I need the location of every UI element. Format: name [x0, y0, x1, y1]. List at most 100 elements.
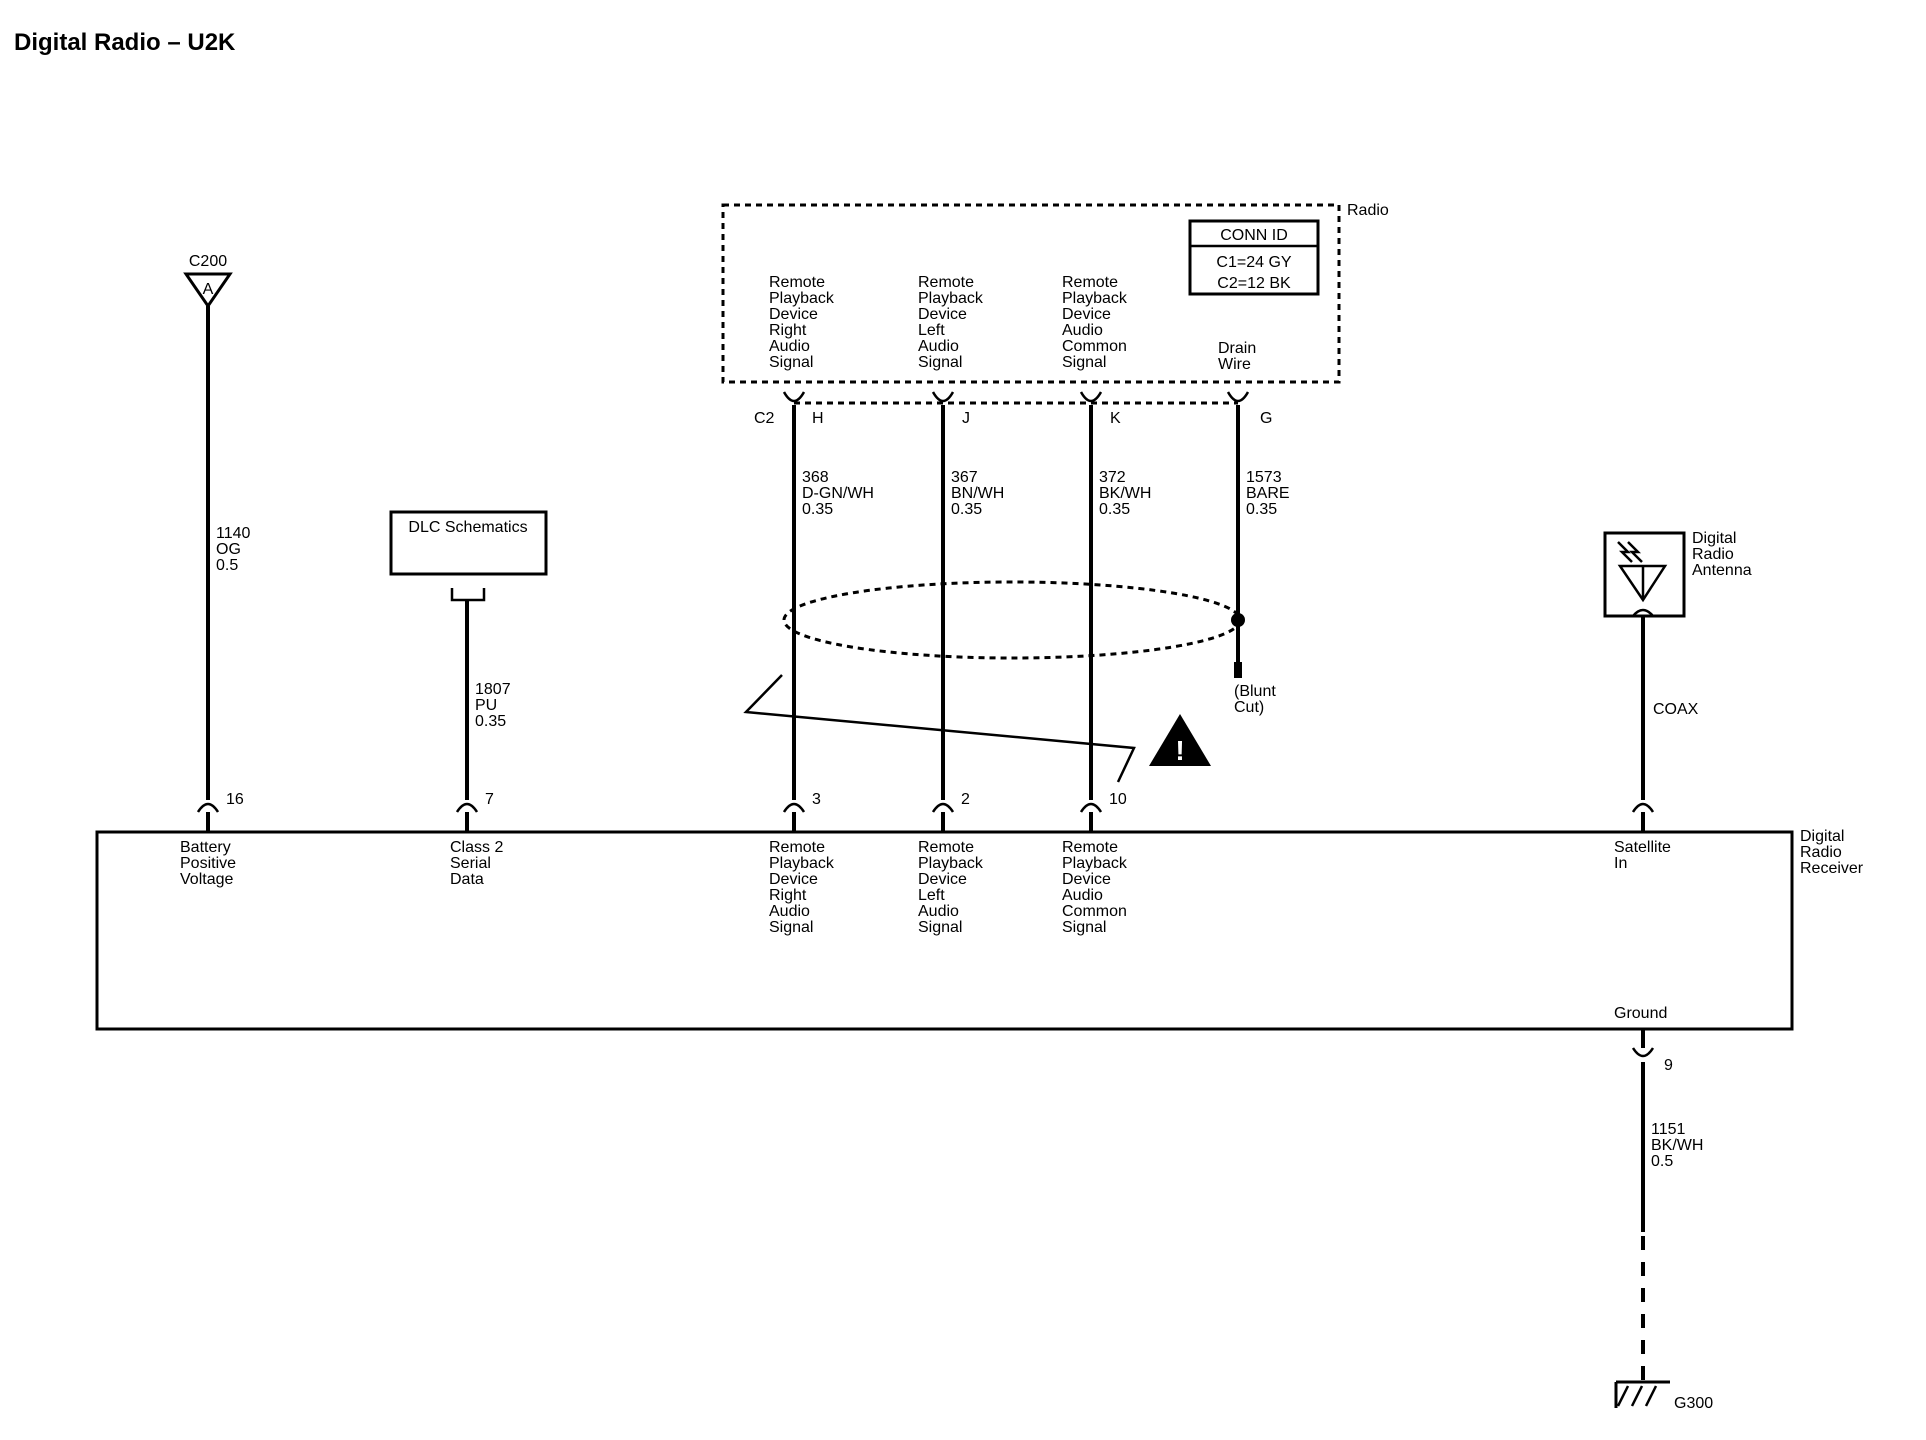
pin-g-label: G	[1260, 410, 1272, 427]
wire-1140-gauge: 0.5	[216, 557, 238, 574]
wire-1151-color: BK/WH	[1651, 1137, 1703, 1154]
radio-name: Radio	[1347, 202, 1389, 219]
terminal-k-icon	[1079, 391, 1103, 403]
pin-k-label: K	[1110, 410, 1121, 427]
wire-coax-label: COAX	[1653, 701, 1699, 718]
antenna-label-line: Digital	[1692, 530, 1736, 547]
receiver-terminal-icon	[196, 802, 220, 813]
wire-368-gauge: 0.35	[802, 501, 833, 518]
wire-1807-circuit: 1807	[475, 681, 511, 698]
dlc-schematics-link[interactable]: DLC Schematics	[389, 510, 548, 602]
conn-id-table: CONN ID C1=24 GY C2=12 BK	[1188, 219, 1320, 296]
receiver-pin-label-line: Audio	[1062, 887, 1103, 904]
c200-pin-label: A	[203, 281, 214, 298]
receiver-pin-label-line: Common	[1062, 903, 1127, 920]
radio-pin-label-line: Common	[1062, 338, 1127, 355]
receiver-pin-label-line: Device	[918, 871, 967, 888]
radio-pin-label-h: Remote Playback Device Right Audio Signa…	[769, 274, 835, 371]
connector-c2-label: C2	[754, 410, 775, 427]
receiver-pin-label-line: Right	[769, 887, 807, 904]
svg-text:!: !	[1175, 735, 1184, 766]
wire-1807-gauge: 0.35	[475, 713, 506, 730]
receiver-terminal-icon	[931, 802, 955, 813]
receiver-pin-label-line: Remote	[769, 839, 825, 856]
receiver-pin-label-line: Device	[1062, 871, 1111, 888]
receiver-pin-label-line: Class 2	[450, 839, 503, 856]
wire-1573-gauge: 0.35	[1246, 501, 1277, 518]
radio-pin-label-line: Drain	[1218, 340, 1256, 357]
blunt-cut-label: (Blunt	[1234, 683, 1276, 700]
receiver-pin-number: 2	[961, 791, 970, 808]
digital-radio-antenna: Digital Radio Antenna	[1603, 530, 1752, 618]
shield-ellipse-icon	[782, 580, 1242, 660]
pin-h-label: H	[812, 410, 824, 427]
receiver-pin-label-line: Serial	[450, 855, 491, 872]
wire-367-circuit: 367	[951, 469, 978, 486]
radio-pin-label-line: Wire	[1218, 356, 1251, 373]
wire-368-color: D-GN/WH	[802, 485, 874, 502]
wire-1807-color: PU	[475, 697, 497, 714]
receiver-pin-label-16: Battery Positive Voltage	[180, 839, 236, 888]
receiver-pin-label-line: Battery	[180, 839, 231, 856]
digital-radio-receiver: Digital Radio Receiver 16 7 3 2 10 Batte…	[95, 791, 1864, 1031]
receiver-pin-label-satellite: Satellite In	[1614, 839, 1671, 872]
receiver-pin-number: 3	[812, 791, 821, 808]
radio-pin-label-line: Audio	[918, 338, 959, 355]
radio-pin-label-line: Playback	[1062, 290, 1128, 307]
wire-367-color: BN/WH	[951, 485, 1004, 502]
wire-1140-color: OG	[216, 541, 241, 558]
dlc-connector-icon	[450, 588, 486, 602]
receiver-pin-label-2: Remote Playback Device Left Audio Signal	[918, 839, 984, 936]
radio-box	[721, 203, 1341, 384]
radio-pin-label-line: Signal	[769, 354, 813, 371]
receiver-pin-label-line: Signal	[918, 919, 962, 936]
receiver-pin-number: 7	[485, 791, 494, 808]
receiver-pin-label-line: Voltage	[180, 871, 233, 888]
signal-lightning-icon	[1617, 541, 1633, 563]
receiver-terminal-icon	[1631, 802, 1655, 813]
receiver-pin-label-line: Satellite	[1614, 839, 1671, 856]
radio-component: Radio CONN ID C1=24 GY C2=12 BK Remote P…	[721, 202, 1389, 427]
c200-connector: C200 A	[183, 253, 233, 309]
wire-1140-circuit: 1140	[216, 525, 251, 542]
radio-pin-label-line: Playback	[918, 290, 984, 307]
wire-1573-color: BARE	[1246, 485, 1290, 502]
receiver-terminal-icon	[1079, 802, 1103, 813]
receiver-name-line: Radio	[1800, 844, 1842, 861]
receiver-pin-label-3: Remote Playback Device Right Audio Signa…	[769, 839, 835, 936]
receiver-pin-label-line: Remote	[1062, 839, 1118, 856]
radio-pin-label-line: Signal	[918, 354, 962, 371]
receiver-pin-label-line: Data	[450, 871, 484, 888]
antenna-terminal-icon	[1632, 608, 1654, 617]
terminal-g-icon	[1226, 391, 1250, 403]
radio-pin-label-line: Audio	[769, 338, 810, 355]
receiver-pin-label-line: Positive	[180, 855, 236, 872]
ground-circuit: 9 1151 BK/WH 0.5 G300	[1614, 1029, 1713, 1412]
receiver-pin-number: 16	[226, 791, 244, 808]
radio-pin-label-line: Signal	[1062, 354, 1106, 371]
wire-367-gauge: 0.35	[951, 501, 982, 518]
twisted-pair-icon	[743, 674, 1136, 783]
antenna-box	[1603, 531, 1686, 618]
receiver-pin-label-line: Left	[918, 887, 945, 904]
connector-triangle-icon	[183, 272, 233, 309]
page-title: Digital Radio – U2K	[14, 29, 236, 56]
radio-pin-label-line: Device	[769, 306, 818, 323]
receiver-pin-label-line: Signal	[1062, 919, 1106, 936]
ground-pin-number: 9	[1664, 1057, 1673, 1074]
conn-id-c1: C1=24 GY	[1216, 254, 1291, 271]
wire-372-color: BK/WH	[1099, 485, 1151, 502]
conn-id-c2: C2=12 BK	[1217, 275, 1291, 292]
radio-pin-label-line: Playback	[769, 290, 835, 307]
ground-point-label: G300	[1674, 1395, 1713, 1412]
receiver-pin-label-line: Playback	[769, 855, 835, 872]
receiver-name-line: Receiver	[1800, 860, 1864, 877]
radio-pin-label-j: Remote Playback Device Left Audio Signal	[918, 274, 984, 371]
receiver-pin-label-line: Remote	[918, 839, 974, 856]
radio-pin-label-line: Device	[918, 306, 967, 323]
pin-j-label: J	[962, 410, 970, 427]
shield-splice-dot-icon	[1231, 613, 1245, 627]
receiver-terminal-icon	[455, 802, 479, 813]
wire-1151-circuit: 1151	[1651, 1121, 1686, 1138]
receiver-pin-label-line: In	[1614, 855, 1627, 872]
